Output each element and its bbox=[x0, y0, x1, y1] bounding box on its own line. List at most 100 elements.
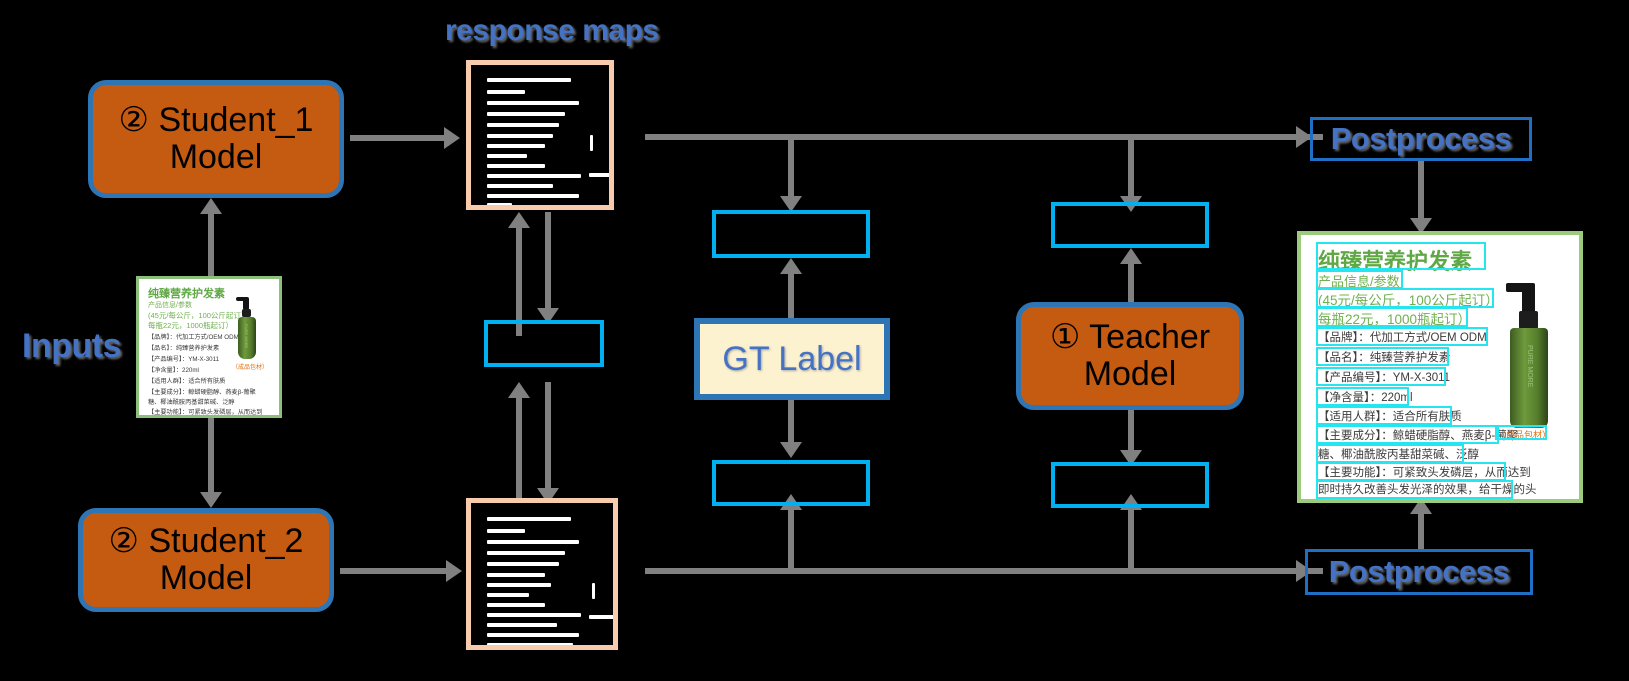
feature-box-middle[interactable] bbox=[484, 320, 604, 367]
connector-post-bottom-to-output bbox=[1418, 510, 1424, 550]
ocr-box-row bbox=[1316, 462, 1506, 481]
connector-middle-down-b bbox=[545, 382, 551, 492]
input-card-caption: （成品包材） bbox=[232, 365, 269, 371]
ocr-box-row bbox=[1316, 387, 1409, 406]
response-map-top bbox=[466, 60, 614, 210]
input-card-row: 糖、椰油酰胺丙基甜菜碱、泛醇 bbox=[148, 399, 235, 406]
output-card-row: 【净含量】：220ml bbox=[1318, 392, 1413, 404]
output-card-price2: 每瓶22元，1000瓶起订） bbox=[1318, 312, 1472, 327]
teacher-label-line2: Model bbox=[1083, 355, 1177, 393]
ocr-box-row bbox=[1316, 425, 1499, 444]
connector-teacher-down bbox=[1128, 406, 1134, 454]
connector-middle-down-a bbox=[545, 212, 551, 312]
response-maps-title: response maps bbox=[445, 14, 659, 47]
bus-line-top bbox=[645, 134, 1323, 140]
branch-top-gt bbox=[788, 138, 794, 200]
output-card-row: 【品牌】：代加工方式/OEM ODM bbox=[1318, 332, 1487, 344]
input-card-row: 即时持久改善头发光泽的效果，给干燥的头 bbox=[148, 417, 266, 418]
connector-middle-up-b bbox=[516, 395, 522, 500]
arrowhead-gt-up bbox=[780, 258, 802, 274]
response-map-bottom bbox=[466, 498, 618, 650]
branch-bottom-gt bbox=[788, 506, 794, 568]
arrowhead-bus-bottom bbox=[1296, 560, 1312, 582]
arrowhead-student2-to-respmap bbox=[446, 560, 462, 582]
input-card-row: 【主要成分】：鲸蜡硬脂醇、燕麦β-葡聚 bbox=[148, 389, 256, 396]
ocr-box-caption bbox=[1495, 425, 1547, 440]
output-bottle-text: PURE MORE bbox=[1526, 345, 1533, 388]
postprocess-top-label: Postprocess bbox=[1330, 121, 1512, 156]
feature-box-gt-top[interactable] bbox=[712, 210, 870, 258]
postprocess-top-box[interactable]: Postprocess bbox=[1310, 117, 1532, 161]
connector-middle-up-a bbox=[516, 226, 522, 336]
input-card-price1: (45元/每公斤，100公斤起订） bbox=[148, 311, 249, 320]
student1-model-box[interactable]: ② Student_1 Model bbox=[88, 80, 344, 198]
ocr-box-row bbox=[1316, 347, 1449, 366]
output-card-price1: (45元/每公斤，100公斤起订） bbox=[1318, 293, 1499, 308]
student1-label-line2: Model bbox=[169, 138, 263, 176]
output-card-row: 【产品编号】：YM-X-3011 bbox=[1318, 372, 1451, 384]
student2-label-line2: Model bbox=[159, 559, 253, 597]
ocr-box-row bbox=[1316, 327, 1488, 346]
teacher-label-line1: ① Teacher bbox=[1049, 318, 1211, 357]
input-card-row: 【主要功能】：可紧致头发磷层，从而达到 bbox=[148, 409, 263, 416]
ocr-box-price2 bbox=[1316, 307, 1468, 327]
output-card-caption: （成品包材） bbox=[1497, 430, 1552, 440]
connector-student2-to-respmap bbox=[340, 568, 448, 574]
output-card-row: 【主要功能】：可紧致头发磷层，从而达到 bbox=[1318, 467, 1531, 479]
connector-input-to-student2 bbox=[208, 418, 214, 498]
arrowhead-bus-top bbox=[1296, 126, 1312, 148]
ocr-box-row bbox=[1316, 367, 1446, 386]
arrowhead-middle-up-a bbox=[508, 212, 530, 228]
arrowhead-post-top-to-output bbox=[1410, 218, 1432, 234]
input-card-row: 【品名】：纯臻营养护发素 bbox=[148, 345, 220, 352]
input-card-price2: 每瓶22元，1000瓶起订） bbox=[148, 321, 234, 330]
arrowhead-input-to-student2 bbox=[200, 492, 222, 508]
connector-input-to-student1 bbox=[208, 212, 214, 277]
input-card-row: 【品牌】：代加工方式/OEM ODM bbox=[148, 334, 239, 341]
input-card-row: 【净含量】：220ml bbox=[148, 367, 199, 374]
input-bottle-text: PURE MORE bbox=[244, 324, 249, 349]
input-product-card: 纯臻营养护发素 产品信息/参数 (45元/每公斤，100公斤起订） 每瓶22元，… bbox=[136, 276, 282, 418]
student2-model-box[interactable]: ② Student_2 Model bbox=[78, 508, 334, 612]
connector-student1-to-respmap bbox=[350, 135, 446, 141]
output-bottle-image: PURE MORE bbox=[1497, 283, 1577, 431]
arrowhead-student1-to-respmap bbox=[444, 127, 460, 149]
arrowhead-middle-up-b bbox=[508, 382, 530, 398]
ocr-box-price1 bbox=[1316, 288, 1494, 308]
output-card-row: 【适用人群】：适合所有肤质 bbox=[1318, 411, 1462, 423]
ocr-box-row bbox=[1316, 497, 1382, 499]
ocr-box-subtitle bbox=[1316, 270, 1403, 289]
postprocess-bottom-label: Postprocess bbox=[1328, 554, 1510, 589]
inputs-label: Inputs bbox=[22, 327, 121, 365]
connector-teacher-up bbox=[1128, 262, 1134, 318]
arrowhead-gt-down bbox=[780, 442, 802, 458]
ocr-box-row bbox=[1316, 480, 1513, 499]
output-card-subtitle: 产品信息/参数 bbox=[1318, 274, 1400, 289]
feature-box-teacher-bottom[interactable] bbox=[1051, 462, 1209, 508]
output-card-row: 糖、椰油酰胺丙基甜菜碱、泛醇 bbox=[1318, 449, 1479, 461]
output-card-row: 即时持久改善头发光泽的效果，给干燥的头 bbox=[1318, 484, 1537, 496]
output-card-row: 【主要成分】：鲸蜡硬脂醇、燕麦β-葡聚 bbox=[1318, 430, 1519, 442]
ocr-box-row bbox=[1316, 444, 1464, 463]
input-card-row: 【产品编号】：YM-X-3011 bbox=[148, 356, 220, 363]
feature-box-teacher-top[interactable] bbox=[1051, 202, 1209, 248]
feature-box-gt-bottom[interactable] bbox=[712, 460, 870, 506]
gt-label-text: GT Label bbox=[722, 339, 862, 378]
input-card-row: 【适用人群】：适合所有肤质 bbox=[148, 378, 226, 385]
ocr-box-title bbox=[1316, 242, 1486, 270]
connector-post-top-to-output bbox=[1418, 160, 1424, 222]
student1-label-line1: ② Student_1 bbox=[118, 101, 314, 140]
arrowhead-branch-top-gt bbox=[780, 196, 802, 212]
ocr-box-row bbox=[1316, 406, 1452, 425]
input-card-subtitle: 产品信息/参数 bbox=[148, 302, 192, 309]
connector-gt-down bbox=[788, 398, 794, 446]
postprocess-bottom-box[interactable]: Postprocess bbox=[1305, 549, 1533, 595]
input-bottle-image: PURE MORE bbox=[231, 297, 271, 359]
branch-top-teacher bbox=[1128, 138, 1134, 200]
gt-label-box[interactable]: GT Label bbox=[694, 318, 890, 400]
output-product-card: 纯臻营养护发素 产品信息/参数 (45元/每公斤，100公斤起订） 每瓶22元，… bbox=[1297, 231, 1583, 503]
teacher-model-box[interactable]: ① Teacher Model bbox=[1016, 302, 1244, 410]
bus-line-bottom bbox=[645, 568, 1323, 574]
arrowhead-teacher-up bbox=[1120, 248, 1142, 264]
